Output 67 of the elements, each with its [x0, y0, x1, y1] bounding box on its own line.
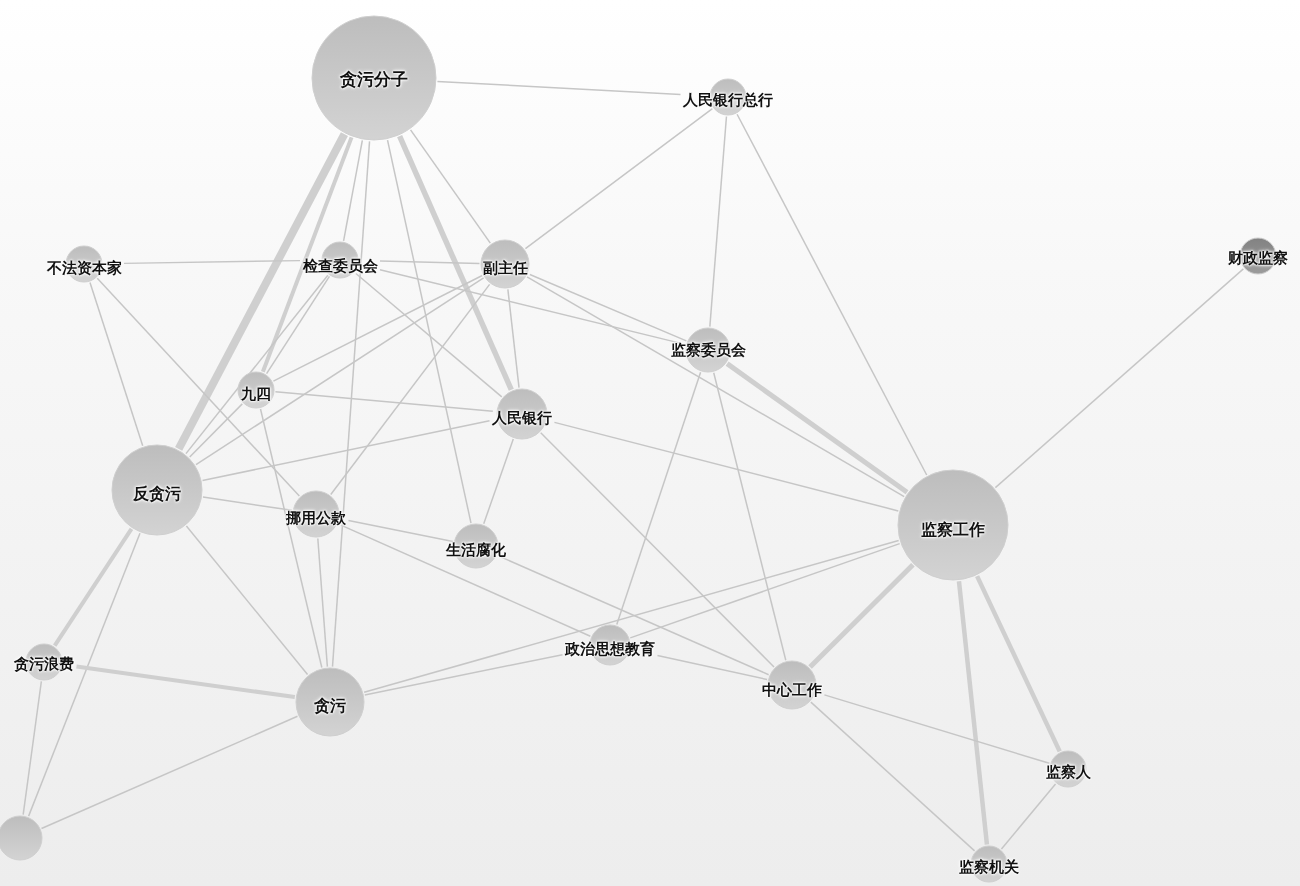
connector-line: [386, 139, 472, 524]
connector-line: [397, 135, 514, 391]
connector-line: [725, 361, 909, 495]
node-label: 生活腐化: [445, 541, 507, 559]
node-label: 监察工作: [920, 521, 986, 540]
node-label: 贪污: [313, 697, 347, 716]
connector-line: [342, 139, 364, 242]
connector-line: [53, 527, 134, 647]
node-label: 反贪污: [132, 485, 182, 504]
connector-line: [616, 371, 702, 626]
node-label: 检查委员会: [301, 257, 379, 275]
connector-line: [553, 421, 900, 512]
connector-line: [409, 129, 492, 244]
node-label: 贪污浪费: [13, 655, 75, 673]
connector-line: [185, 525, 309, 676]
connector-line: [40, 715, 299, 830]
node-label: 贪污分子: [339, 70, 409, 90]
connector-line: [185, 274, 329, 455]
node-label: 监察人: [1044, 763, 1092, 781]
connector-line: [507, 288, 520, 389]
connector-line: [712, 372, 787, 661]
connector-line: [195, 277, 485, 466]
node-label: 副主任: [481, 259, 529, 277]
connector-line: [364, 653, 564, 696]
connector-line: [994, 268, 1245, 489]
connector-line: [483, 438, 515, 525]
node-label: 九四: [240, 385, 272, 403]
connector-line: [188, 403, 244, 458]
connector-line: [975, 575, 1062, 753]
connector-line: [22, 680, 43, 816]
connector-line: [363, 539, 900, 694]
connector-line: [317, 537, 329, 668]
node-label: 监察机关: [958, 858, 1020, 876]
connector-line: [259, 408, 323, 669]
connector-line: [27, 532, 141, 817]
connector-line: [1000, 783, 1057, 850]
connector-line: [175, 132, 348, 451]
connector-line: [261, 136, 354, 373]
connector-line: [656, 654, 768, 681]
node-label: 人民银行: [491, 409, 553, 427]
connector-line: [810, 701, 976, 852]
connector-line: [123, 259, 301, 265]
connector-line: [330, 283, 491, 496]
connector-line: [629, 542, 901, 639]
connector-line: [436, 80, 682, 96]
connector-line: [76, 664, 296, 700]
node-label: 监察委员会: [669, 341, 747, 359]
node-label: 人民银行总行: [682, 91, 774, 109]
connector-line: [539, 432, 775, 668]
node-label: 财政监察: [1227, 249, 1289, 267]
connector-line: [379, 260, 481, 265]
connector-line: [526, 276, 905, 498]
node-label: 不法资本家: [45, 259, 123, 277]
connector-line: [709, 115, 728, 328]
connector-line: [274, 391, 494, 413]
node-label: 中心工作: [761, 681, 823, 699]
connector-line: [201, 420, 491, 482]
connector-line: [956, 580, 990, 845]
connector-line: [808, 563, 915, 669]
connector-line: [272, 274, 483, 382]
connector-line: [265, 275, 331, 375]
connector-line: [89, 281, 144, 447]
connector-line: [736, 113, 928, 476]
node-label: 挪用公款: [285, 509, 347, 527]
node-label: 政治思想教育: [564, 640, 656, 658]
connector-line: [331, 140, 371, 668]
connector-line: [96, 277, 301, 497]
